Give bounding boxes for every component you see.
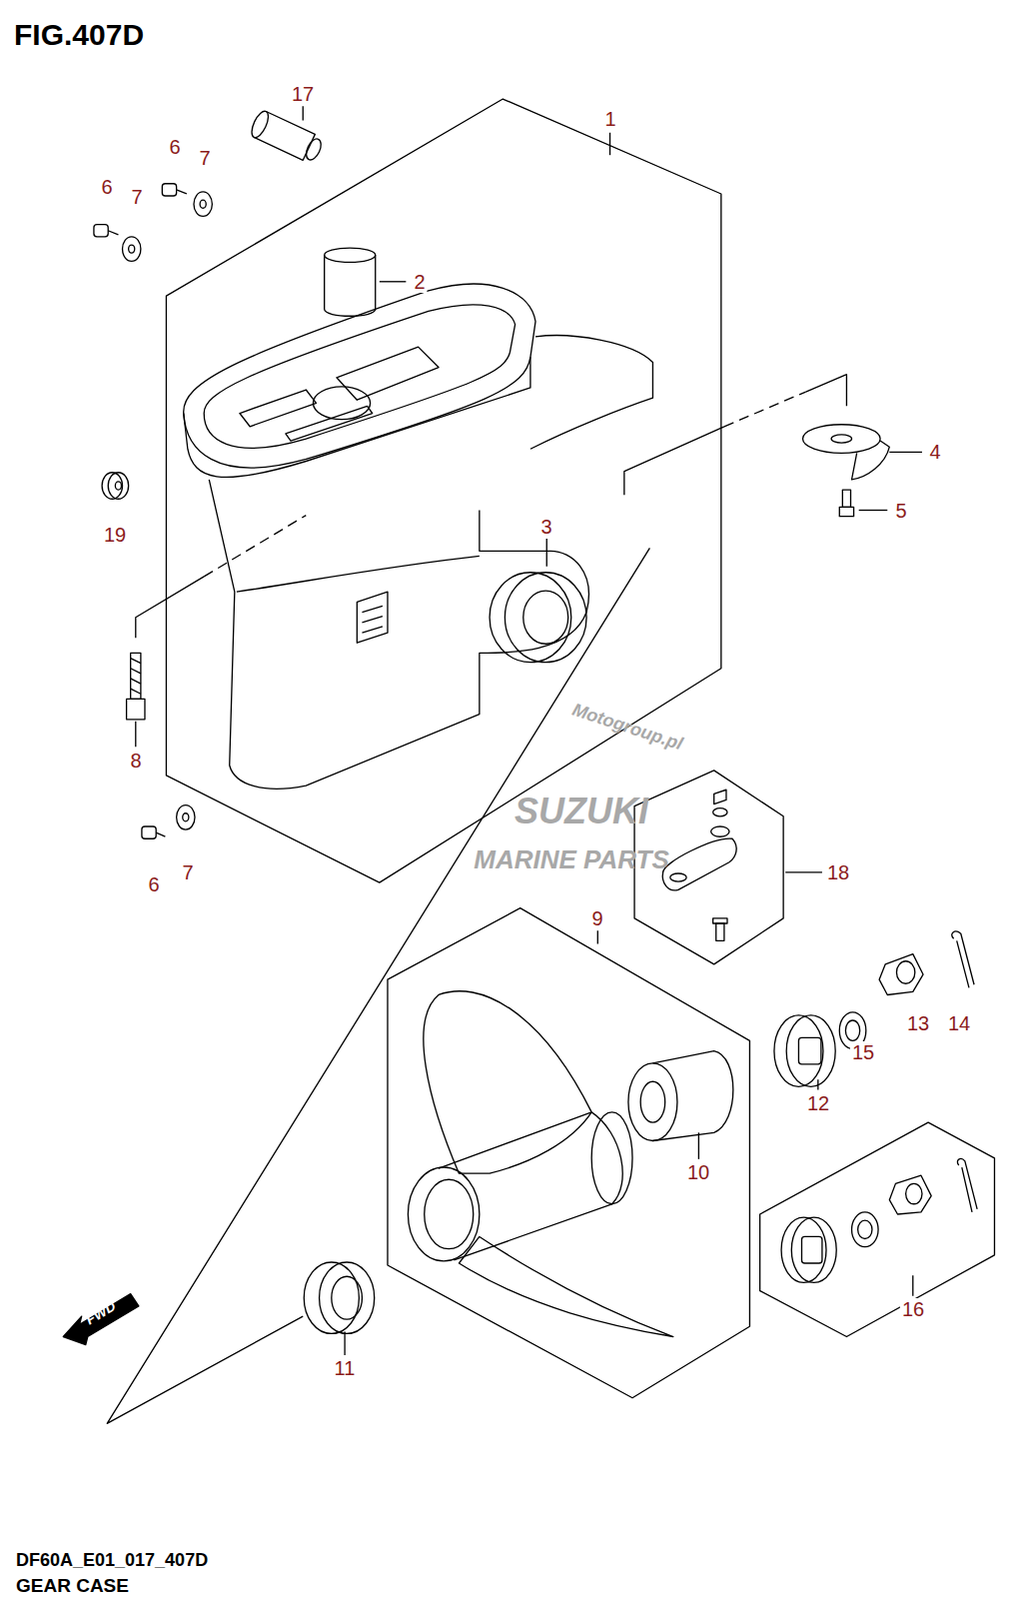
callout-number: 6 — [98, 175, 114, 198]
propeller-nut-kit — [781, 1158, 978, 1283]
callout-number: 12 — [805, 1091, 832, 1114]
callout-number: 6 — [145, 873, 161, 896]
spacer — [774, 1015, 836, 1086]
reference-line — [624, 426, 725, 495]
callout-number: 7 — [179, 861, 195, 884]
leader-line — [302, 105, 304, 120]
watermark: SUZUKI — [514, 791, 649, 832]
callout-number: 10 — [685, 1160, 712, 1183]
washer — [122, 191, 213, 830]
callout-number: 5 — [893, 499, 909, 522]
leader-line — [912, 1274, 914, 1295]
leader-line — [546, 538, 548, 567]
callout-number: 7 — [196, 146, 212, 169]
callout-number: 13 — [905, 1012, 932, 1034]
callout-number: 16 — [900, 1297, 927, 1320]
watermark: MARINE PARTS — [473, 845, 670, 875]
watermark: Motogroup.pl — [569, 700, 685, 755]
group-outline — [760, 1121, 996, 1336]
anode — [803, 424, 891, 480]
reference-line — [106, 547, 650, 1423]
callout-number: 19 — [101, 523, 128, 546]
leader-line — [609, 132, 611, 155]
reference-line — [724, 391, 807, 427]
thrust-washer — [303, 1261, 374, 1333]
drawing-code: DF60A_E01_017_407D — [15, 1550, 208, 1571]
callout-number: 8 — [127, 749, 143, 772]
callout-number: 11 — [332, 1356, 358, 1379]
bearing — [489, 572, 587, 663]
cotter-pin — [952, 931, 975, 988]
propeller — [407, 991, 673, 1337]
leader-line — [785, 871, 823, 873]
leader-line — [379, 280, 407, 282]
bushing — [628, 1050, 734, 1141]
callout-number: 9 — [589, 907, 605, 930]
leader-line — [859, 509, 889, 511]
leader-line — [889, 451, 923, 453]
callout-number: 15 — [850, 1040, 877, 1063]
group-outline — [387, 908, 750, 1398]
callout-number: 3 — [538, 515, 554, 538]
callout-number: 4 — [927, 440, 943, 463]
figure-caption: GEAR CASE — [15, 1575, 129, 1597]
figure-title: FIG.407D — [13, 17, 144, 51]
callout-number: 2 — [411, 270, 427, 293]
reference-line — [135, 576, 204, 638]
forward-arrow — [62, 1293, 139, 1345]
bolt — [126, 652, 145, 719]
callout-number: 14 — [946, 1012, 973, 1034]
callout-number: 1 — [602, 107, 618, 130]
anode-kit — [662, 789, 737, 941]
callout-number: 7 — [128, 185, 144, 208]
grommet — [101, 472, 129, 500]
plug — [248, 108, 326, 165]
group-outline — [165, 98, 721, 883]
leader-line — [343, 1330, 345, 1354]
callout-number: 17 — [289, 82, 316, 105]
callout-number: 18 — [825, 861, 852, 884]
leader-line — [698, 1131, 700, 1159]
leader-line — [597, 930, 599, 944]
callout-number: 6 — [166, 135, 182, 158]
leader-line — [134, 721, 136, 748]
bolt — [839, 489, 854, 517]
castle-nut — [879, 954, 924, 996]
sleeve — [324, 247, 376, 316]
bolt — [93, 183, 187, 839]
reference-line — [806, 374, 848, 407]
